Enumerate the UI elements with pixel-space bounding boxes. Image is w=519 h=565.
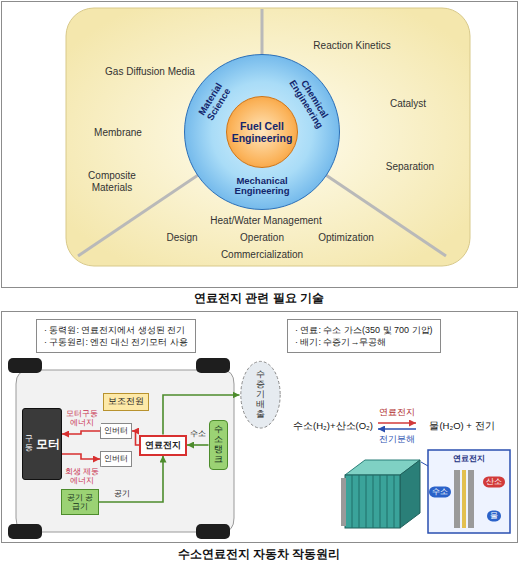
reaction-label: 연료전지 bbox=[379, 408, 415, 418]
field-label: Design bbox=[166, 232, 197, 244]
node-text: · 배기: 수증기→무공해 bbox=[295, 336, 433, 348]
field-label: Membrane bbox=[94, 127, 142, 139]
inverter-box: 인버터 bbox=[100, 451, 132, 467]
caption: 수소연료전지 자동차 작동원리 bbox=[178, 548, 340, 561]
node-text: 모터 bbox=[36, 436, 60, 453]
node-text: 수소 탱크 bbox=[214, 425, 223, 465]
battery-box: 보조전원 bbox=[103, 393, 149, 411]
core-circle: Fuel Cell Engineering bbox=[226, 96, 298, 168]
edge-label: 공기 bbox=[113, 489, 131, 498]
node-text: Fuel Cell Engineering bbox=[231, 120, 293, 144]
node-text: 보조전원 bbox=[108, 396, 144, 408]
exhaust-cloud: 수증기 배출 bbox=[240, 360, 281, 429]
field-label: Catalyst bbox=[390, 98, 426, 110]
stack-plates bbox=[352, 475, 394, 528]
panel-frame bbox=[2, 2, 518, 288]
stack-side bbox=[400, 460, 420, 528]
end-plate bbox=[341, 478, 346, 526]
part-label: 산소 bbox=[483, 476, 505, 487]
caption: 연료전지 관련 필요 기술 bbox=[194, 292, 324, 305]
cell-inset bbox=[428, 450, 510, 533]
field-label: Reaction Kinetics bbox=[313, 40, 390, 52]
flow-arrow bbox=[62, 431, 100, 434]
reaction-arrow bbox=[378, 428, 416, 430]
motor-box: 구동모터 bbox=[22, 408, 62, 480]
node-text: · 구동원리: 엔진 대신 전기모터 사용 bbox=[44, 336, 188, 348]
edge-label: 수소 bbox=[189, 429, 207, 438]
fuel-cell-box: 연료전지 bbox=[139, 435, 187, 456]
node-text: 수증기 배출 bbox=[256, 370, 265, 419]
field-label: Separation bbox=[386, 161, 434, 173]
inset-leader bbox=[421, 462, 428, 466]
node-text: Mechanical Engineering bbox=[231, 176, 293, 197]
info-box: · 동력원: 연료전지에서 생성된 전기· 구동원리: 엔진 대신 전기모터 사… bbox=[36, 319, 196, 353]
field-label: Optimization bbox=[318, 232, 374, 244]
node-text: 인버터 bbox=[104, 426, 128, 436]
membrane bbox=[462, 470, 466, 528]
node-text: · 연료: 수소 가스(350 및 700 기압) bbox=[295, 324, 433, 336]
edge-label: 모터구동 에너지 bbox=[63, 409, 101, 427]
flow-arrow bbox=[62, 454, 100, 459]
field-panel bbox=[66, 8, 470, 266]
field-label: Gas Diffusion Media bbox=[105, 66, 195, 78]
part-label: 수소 bbox=[429, 486, 451, 497]
equation-text: 물(H₂O) + 전기 bbox=[429, 421, 494, 432]
node-text: 연료전지 bbox=[145, 439, 181, 452]
reaction-arrow bbox=[378, 422, 416, 424]
equation-text: 수소(H₂)+산소(O₂) bbox=[293, 421, 373, 432]
discipline-ring: Material ScienceChemical EngineeringMech… bbox=[184, 54, 340, 210]
node-text: · 동력원: 연료전지에서 생성된 전기 bbox=[44, 324, 188, 336]
flow-arrow bbox=[187, 444, 209, 446]
wheel bbox=[8, 524, 42, 539]
node-text: 공기 공급기 bbox=[65, 493, 95, 511]
stack-front bbox=[345, 475, 400, 528]
part-label: 연료전지 bbox=[453, 454, 485, 463]
node-text: 구동 bbox=[25, 435, 33, 453]
info-box: · 연료: 수소 가스(350 및 700 기압)· 배기: 수증기→무공해 bbox=[287, 319, 441, 353]
anode-plate bbox=[454, 470, 460, 528]
edge-label: 회생 제동 에너지 bbox=[62, 467, 102, 485]
field-label: Operation bbox=[240, 232, 284, 244]
reaction-label: 전기분해 bbox=[379, 435, 415, 445]
inverter-box: 인버터 bbox=[100, 423, 132, 439]
part-label: 물 bbox=[487, 510, 501, 521]
field-label: Composite Materials bbox=[77, 170, 147, 193]
cathode-plate bbox=[468, 470, 474, 528]
node-text: 인버터 bbox=[104, 454, 128, 464]
wheel bbox=[8, 358, 42, 373]
flow-arrow bbox=[132, 431, 139, 445]
field-label: Heat/Water Management bbox=[210, 215, 321, 227]
air-supply-box: 공기 공급기 bbox=[61, 489, 99, 515]
wheel bbox=[196, 524, 230, 539]
tank-box: 수소 탱크 bbox=[209, 420, 228, 470]
cloud-outline bbox=[240, 362, 279, 429]
panel-frame bbox=[2, 312, 518, 543]
field-label: Commercialization bbox=[221, 249, 303, 261]
wheel bbox=[196, 358, 230, 373]
